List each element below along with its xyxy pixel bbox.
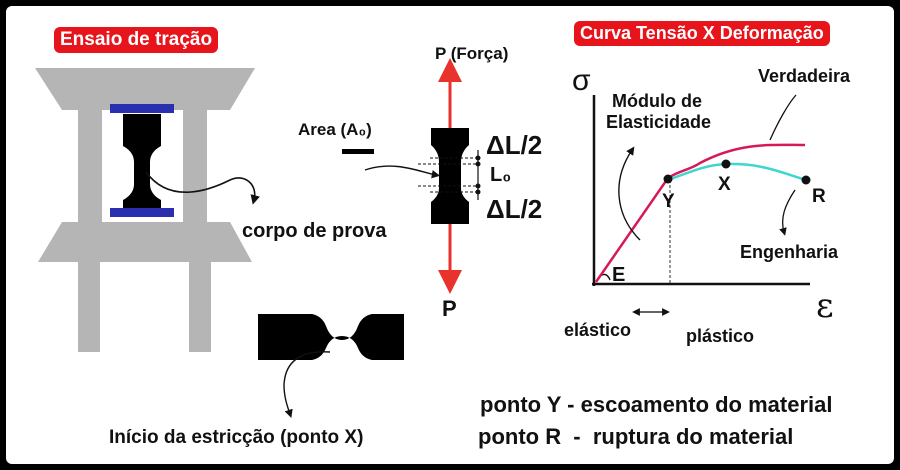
modulus-symbol: E bbox=[612, 264, 626, 286]
true-curve-label: Verdadeira bbox=[758, 66, 851, 86]
necking-caption: Início da estricção (ponto X) bbox=[109, 427, 364, 448]
force-bottom-label: P bbox=[442, 296, 457, 321]
y-axis-symbol: σ bbox=[572, 64, 591, 97]
elastic-label: elástico bbox=[564, 320, 632, 340]
point-x-label: X bbox=[718, 174, 731, 195]
note-rupture-point: ponto R - ruptura do material bbox=[478, 424, 794, 449]
delta-top-label: ΔL/2 bbox=[486, 130, 543, 160]
force-top-label: P (Força) bbox=[435, 44, 509, 63]
title-tensile-test: Ensaio de tração bbox=[54, 27, 219, 53]
stress-strain-chart bbox=[592, 94, 811, 316]
point-y-dot bbox=[663, 174, 673, 184]
point-r-dot bbox=[801, 175, 811, 185]
necked-specimen bbox=[258, 314, 404, 418]
point-r-label: R bbox=[812, 186, 826, 207]
engineering-curve bbox=[667, 162, 807, 182]
loaded-specimen bbox=[342, 58, 481, 294]
upper-grip bbox=[110, 104, 174, 113]
machine-specimen bbox=[123, 114, 161, 208]
modulus-label-line1: Módulo de bbox=[612, 91, 702, 111]
diagram-canvas: Ensaio de tração Curva Tensão X Deformaç… bbox=[6, 6, 894, 464]
point-y-label: Y bbox=[662, 191, 675, 212]
x-axis-symbol: ε bbox=[816, 286, 834, 326]
area-label: Area (A₀) bbox=[298, 120, 372, 139]
lower-grip bbox=[110, 208, 174, 217]
plastic-label: plástico bbox=[686, 326, 755, 346]
true-curve bbox=[594, 143, 806, 283]
delta-bottom-label: ΔL/2 bbox=[486, 194, 543, 224]
tensile-machine bbox=[35, 68, 260, 352]
illustration-layer bbox=[35, 58, 811, 418]
title-stress-strain: Curva Tensão X Deformação bbox=[574, 21, 830, 46]
point-x-dot bbox=[721, 159, 731, 169]
length-label: L₀ bbox=[490, 164, 512, 186]
engineering-curve-label: Engenharia bbox=[740, 242, 839, 262]
note-yield-point: ponto Y - escoamento do material bbox=[480, 392, 833, 417]
modulus-label-line2: Elasticidade bbox=[606, 112, 712, 132]
specimen-label: corpo de prova bbox=[242, 220, 387, 242]
